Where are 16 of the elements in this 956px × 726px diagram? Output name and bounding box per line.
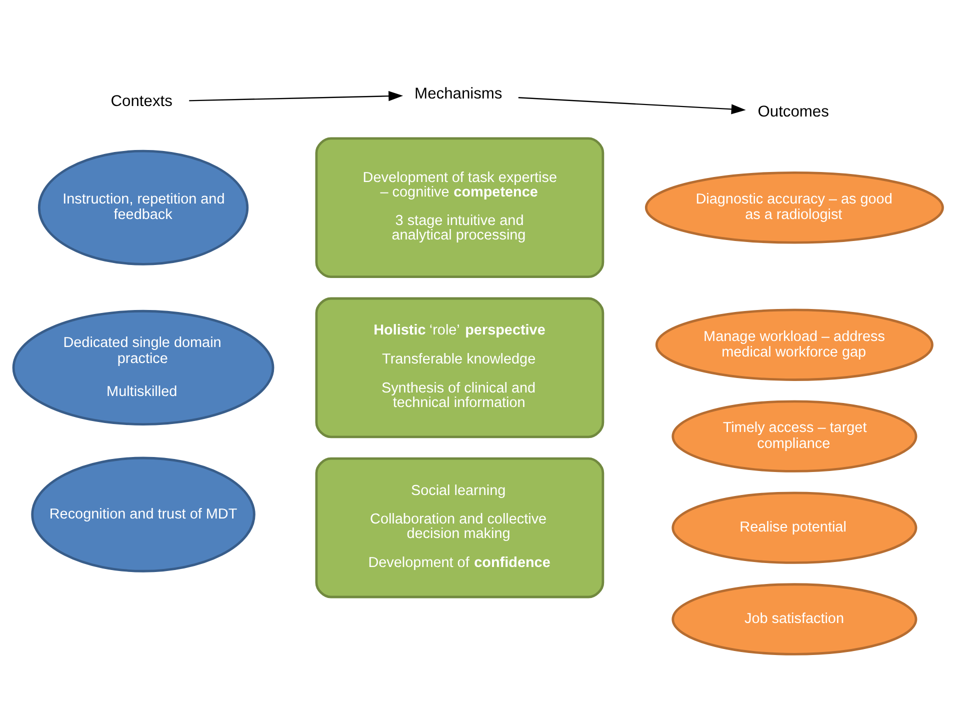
node-ellipse: Realise potential bbox=[672, 491, 918, 564]
node-ellipse: Job satisfaction bbox=[672, 582, 918, 655]
node-box: Social learning Collaboration and collective decision making Development of confidence bbox=[315, 456, 604, 598]
node-text: Outcomes bbox=[758, 103, 829, 120]
node-ellipse: Diagnostic accuracy – as good as a radiologist bbox=[644, 171, 944, 244]
node-box: Development of task expertise – cognitive competence 3 stage intuitive and analytical processing bbox=[315, 136, 604, 278]
arrow bbox=[518, 96, 746, 114]
arrow bbox=[189, 90, 404, 101]
node-text: Contexts bbox=[110, 92, 172, 110]
node-ellipse: Timely access – target compliance bbox=[672, 400, 918, 472]
node-ellipse: Dedicated single domain practice Multiskilled bbox=[12, 309, 274, 425]
node-ellipse: Manage workload – address medical workforce gap bbox=[655, 308, 934, 380]
node-text: Mechanisms bbox=[414, 85, 502, 102]
node-ellipse: Instruction, repetition and feedback bbox=[38, 149, 249, 265]
node-box: Holistic ‘role’ perspective Transferable knowledge Synthesis of clinical and technical information bbox=[315, 296, 604, 438]
node-ellipse: Recognition and trust of MDT bbox=[31, 456, 256, 572]
